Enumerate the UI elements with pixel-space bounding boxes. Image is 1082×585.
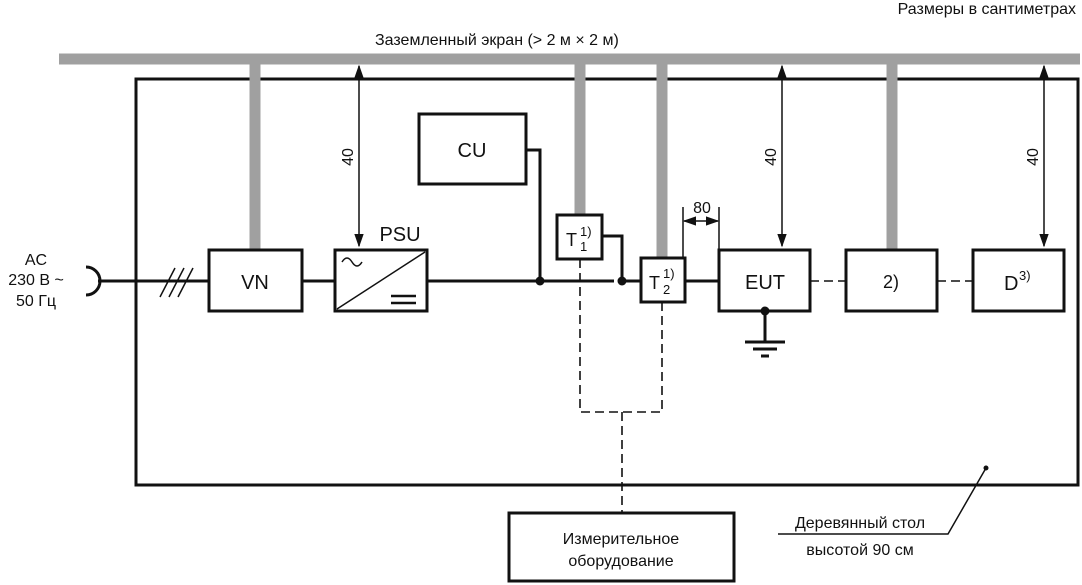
d-label-base: D: [1004, 273, 1018, 295]
supply-label-frequency: 50 Гц: [16, 293, 56, 310]
dc-icon: [391, 294, 416, 305]
table-label-line2: высотой 90 см: [806, 542, 913, 559]
aux-label: 2): [883, 272, 899, 292]
psu-height-value: 40: [340, 148, 357, 166]
three-phase-slash-icon: [159, 267, 194, 298]
measurement-label-line1: Измерительное: [563, 531, 679, 548]
table-label-line1: Деревянный стол: [795, 515, 925, 532]
d-height-value: 40: [1025, 148, 1042, 166]
cu-junction: [535, 276, 545, 286]
aux-block: [844, 248, 939, 313]
cu-cable: [526, 148, 542, 281]
psu-label: PSU: [379, 224, 420, 246]
units-note: Размеры в сантиметрах: [898, 1, 1076, 18]
ground-plane-label: Заземленный экран (> 2 м × 2 м): [375, 32, 619, 49]
eut-label: EUT: [745, 272, 785, 294]
t2-label-sup: 1): [663, 266, 675, 281]
vn-block: [207, 248, 304, 313]
d-label-sup: 3): [1019, 268, 1031, 283]
t1-label-sup: 1): [580, 224, 592, 239]
vn-label: VN: [241, 272, 269, 294]
measurement-label-line2: оборудование: [568, 553, 673, 570]
measurement-equipment-block: [507, 511, 736, 583]
ac-socket-icon: [85, 265, 102, 297]
earth-ground-icon: [745, 311, 785, 358]
table-callout-leader: [778, 467, 987, 535]
t1-junction: [617, 276, 627, 286]
probe-measurement-link: [579, 259, 663, 413]
t1-label-sub: 1: [580, 239, 587, 254]
d-block: [971, 248, 1066, 313]
t2-label-sub: 2: [663, 282, 670, 297]
t1-label-base: T: [566, 230, 577, 250]
psu-diagonal: [336, 251, 426, 310]
cu-label: CU: [458, 140, 487, 162]
t1-cable: [602, 234, 624, 281]
t1-block: [555, 213, 604, 261]
t2-eut-distance-value: 80: [693, 200, 711, 217]
t2-block: [639, 256, 687, 304]
supply-label-voltage: 230 В ~: [8, 272, 64, 289]
ac-sine-icon: [341, 257, 363, 267]
supply-label-ac: AC: [25, 252, 47, 269]
cu-block: [417, 112, 528, 186]
eut-height-value: 40: [763, 148, 780, 166]
t2-label-base: T: [649, 273, 660, 293]
